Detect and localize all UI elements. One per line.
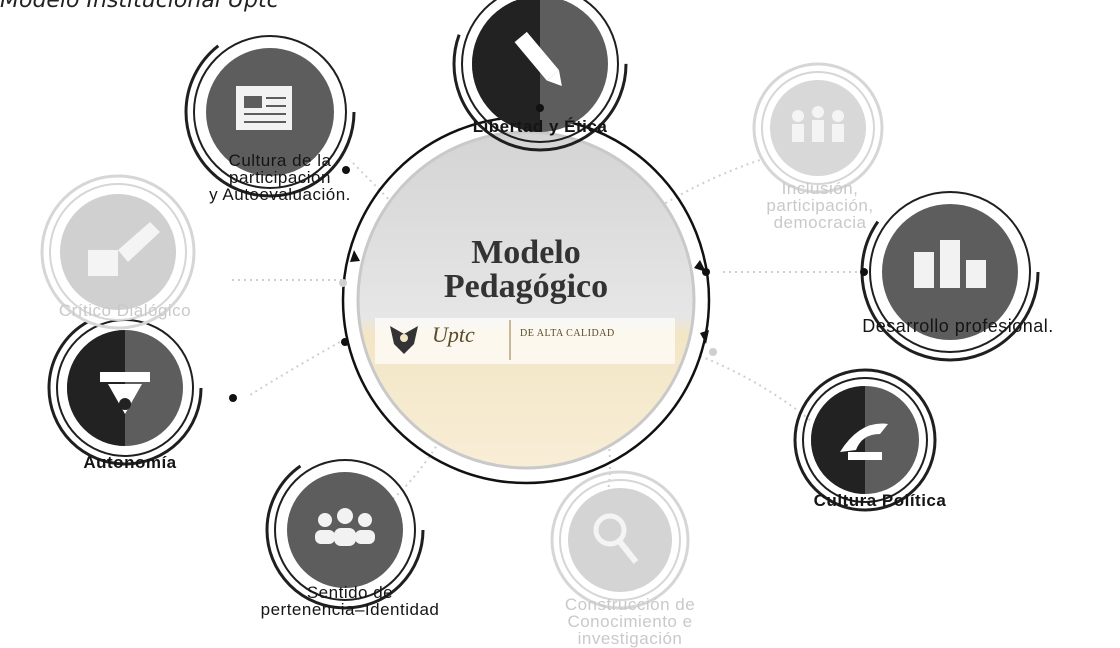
figure-caption: Modelo Institucional Uptc bbox=[0, 0, 279, 13]
label-politica: Cultura Política bbox=[813, 491, 947, 510]
node-inclusion bbox=[752, 62, 884, 194]
node-desarrollo bbox=[860, 182, 1040, 362]
center-disk bbox=[356, 130, 696, 470]
document-icon bbox=[236, 86, 292, 130]
label-desarrollo: Desarrollo profesional. bbox=[862, 316, 1054, 336]
label-autonomia: Autonomía bbox=[83, 453, 177, 472]
logo-brand: Uptc bbox=[432, 322, 475, 347]
node-cultura-participacion bbox=[184, 26, 356, 198]
node-sentido bbox=[265, 450, 425, 610]
node-critico bbox=[40, 174, 196, 330]
magnifier-icon bbox=[593, 513, 639, 564]
label-critico: Crítico Dialógico bbox=[58, 301, 192, 320]
coat-of-arms-icon bbox=[390, 326, 418, 354]
balance-icon bbox=[100, 372, 150, 414]
label-inclusion: Inclusión, participación, democracia bbox=[766, 179, 874, 232]
label-libertad: Libertad y Ética bbox=[472, 117, 608, 136]
node-libertad bbox=[452, 0, 628, 152]
node-autonomia bbox=[47, 310, 237, 466]
center-title: Modelo Pedagógico bbox=[443, 234, 609, 305]
node-politica bbox=[793, 368, 937, 512]
pencil-icon bbox=[514, 31, 562, 87]
logo-quality: DE ALTA CALIDAD bbox=[520, 328, 615, 339]
label-cultura-participacion: Cultura de la participación y Autoevalua… bbox=[209, 151, 351, 204]
label-sentido: Sentido de pertenencia–Identidad bbox=[260, 583, 440, 619]
hand-icon bbox=[840, 423, 888, 460]
people-icon bbox=[315, 508, 375, 546]
podium-icon bbox=[914, 240, 986, 288]
node-construccion bbox=[550, 470, 690, 610]
people-group-icon bbox=[792, 106, 844, 142]
eraser-icon bbox=[88, 222, 160, 276]
label-construccion: Construcción de Conocimiento e investiga… bbox=[564, 595, 696, 648]
